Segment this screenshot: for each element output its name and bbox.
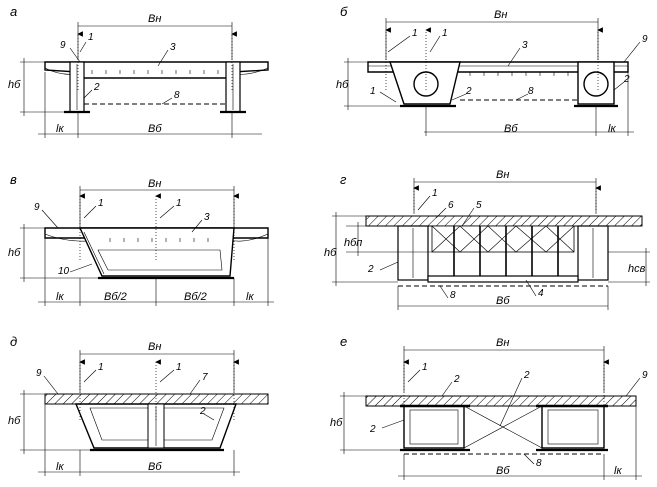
dim-bn: Bн [496, 337, 509, 349]
dim-h: hб [330, 417, 343, 429]
dim-h: hб [8, 415, 21, 427]
dim-bb: Bб [148, 123, 162, 135]
panel-letter: г [340, 172, 347, 187]
callout-2: 2 [93, 82, 100, 93]
dim-bn: Bн [148, 341, 161, 353]
dim-lk: lк [608, 123, 616, 135]
callout-2c: 2 [369, 424, 376, 435]
callout-1a: 1 [412, 28, 418, 39]
callout-8: 8 [450, 290, 456, 301]
dim-half1: Bб/2 [104, 291, 127, 303]
dim-bb: Bб [148, 461, 162, 473]
callout-9: 9 [642, 370, 648, 381]
panel-a: а Bн hб [8, 4, 269, 138]
dim-lk: lк [56, 123, 64, 135]
dim-lk: lк [56, 291, 64, 303]
dim-half2: Bб/2 [184, 291, 207, 303]
dim-h: hб [324, 247, 337, 259]
callout-1a: 1 [98, 198, 104, 209]
callout-4: 4 [538, 288, 544, 299]
callout-8: 8 [528, 86, 534, 97]
callout-1: 1 [422, 362, 428, 373]
panel-c: в Bн hб lк Bб/2 Bб/2 lк [8, 172, 274, 306]
callout-1b: 1 [176, 362, 182, 373]
dim-bb: Bб [496, 465, 510, 477]
callout-9: 9 [34, 202, 40, 213]
panel-letter: в [10, 172, 17, 187]
callout-7: 7 [202, 372, 208, 383]
callout-1c: 1 [370, 86, 376, 97]
callout-2a: 2 [453, 374, 460, 385]
callout-1: 1 [88, 32, 94, 43]
callout-1b: 1 [442, 28, 448, 39]
callout-9: 9 [60, 40, 66, 51]
panel-f: е Bн hб Bб lк 1 2 [330, 334, 648, 480]
dim-bn: Bн [496, 169, 509, 181]
dim-bn: Bн [148, 178, 161, 190]
callout-3: 3 [204, 212, 210, 223]
callout-6: 6 [448, 200, 454, 211]
dim-lk: lк [614, 465, 622, 477]
dim-h: hб [336, 79, 349, 91]
panel-letter: а [10, 4, 17, 19]
callout-9: 9 [36, 368, 42, 379]
callout-2: 2 [199, 406, 206, 417]
callout-8: 8 [536, 458, 542, 469]
dim-hbr: hбп [344, 237, 362, 249]
callout-10: 10 [58, 266, 70, 277]
callout-5: 5 [476, 200, 482, 211]
callout-1: 1 [432, 188, 438, 199]
callout-1b: 1 [176, 198, 182, 209]
dim-bb: Bб [496, 295, 510, 307]
panel-letter: е [340, 334, 347, 349]
callout-1a: 1 [98, 362, 104, 373]
dim-bn: Bн [494, 9, 507, 21]
callout-3: 3 [522, 40, 528, 51]
dim-bb: Bб [504, 123, 518, 135]
dim-bn: Bн [148, 13, 161, 25]
dim-h: hб [8, 247, 21, 259]
dim-lk: lк [56, 461, 64, 473]
callout-2b: 2 [523, 370, 530, 381]
panel-b: б Bн hб [336, 4, 648, 136]
callout-2b: 2 [623, 74, 630, 85]
panel-letter: б [340, 4, 348, 19]
callout-9: 9 [642, 34, 648, 45]
callout-2a: 2 [465, 86, 472, 97]
panel-d: г Bн hб [324, 169, 650, 310]
dim-hsv: hсв [628, 263, 646, 275]
dim-h: hб [8, 79, 21, 91]
panel-e: д Bн hб lк Bб 9 1 1 7 2 [8, 334, 269, 476]
panel-letter: д [10, 334, 17, 349]
callout-3: 3 [170, 42, 176, 53]
callout-2: 2 [367, 264, 374, 275]
dim-lk2: lк [246, 291, 254, 303]
callout-8: 8 [174, 90, 180, 101]
